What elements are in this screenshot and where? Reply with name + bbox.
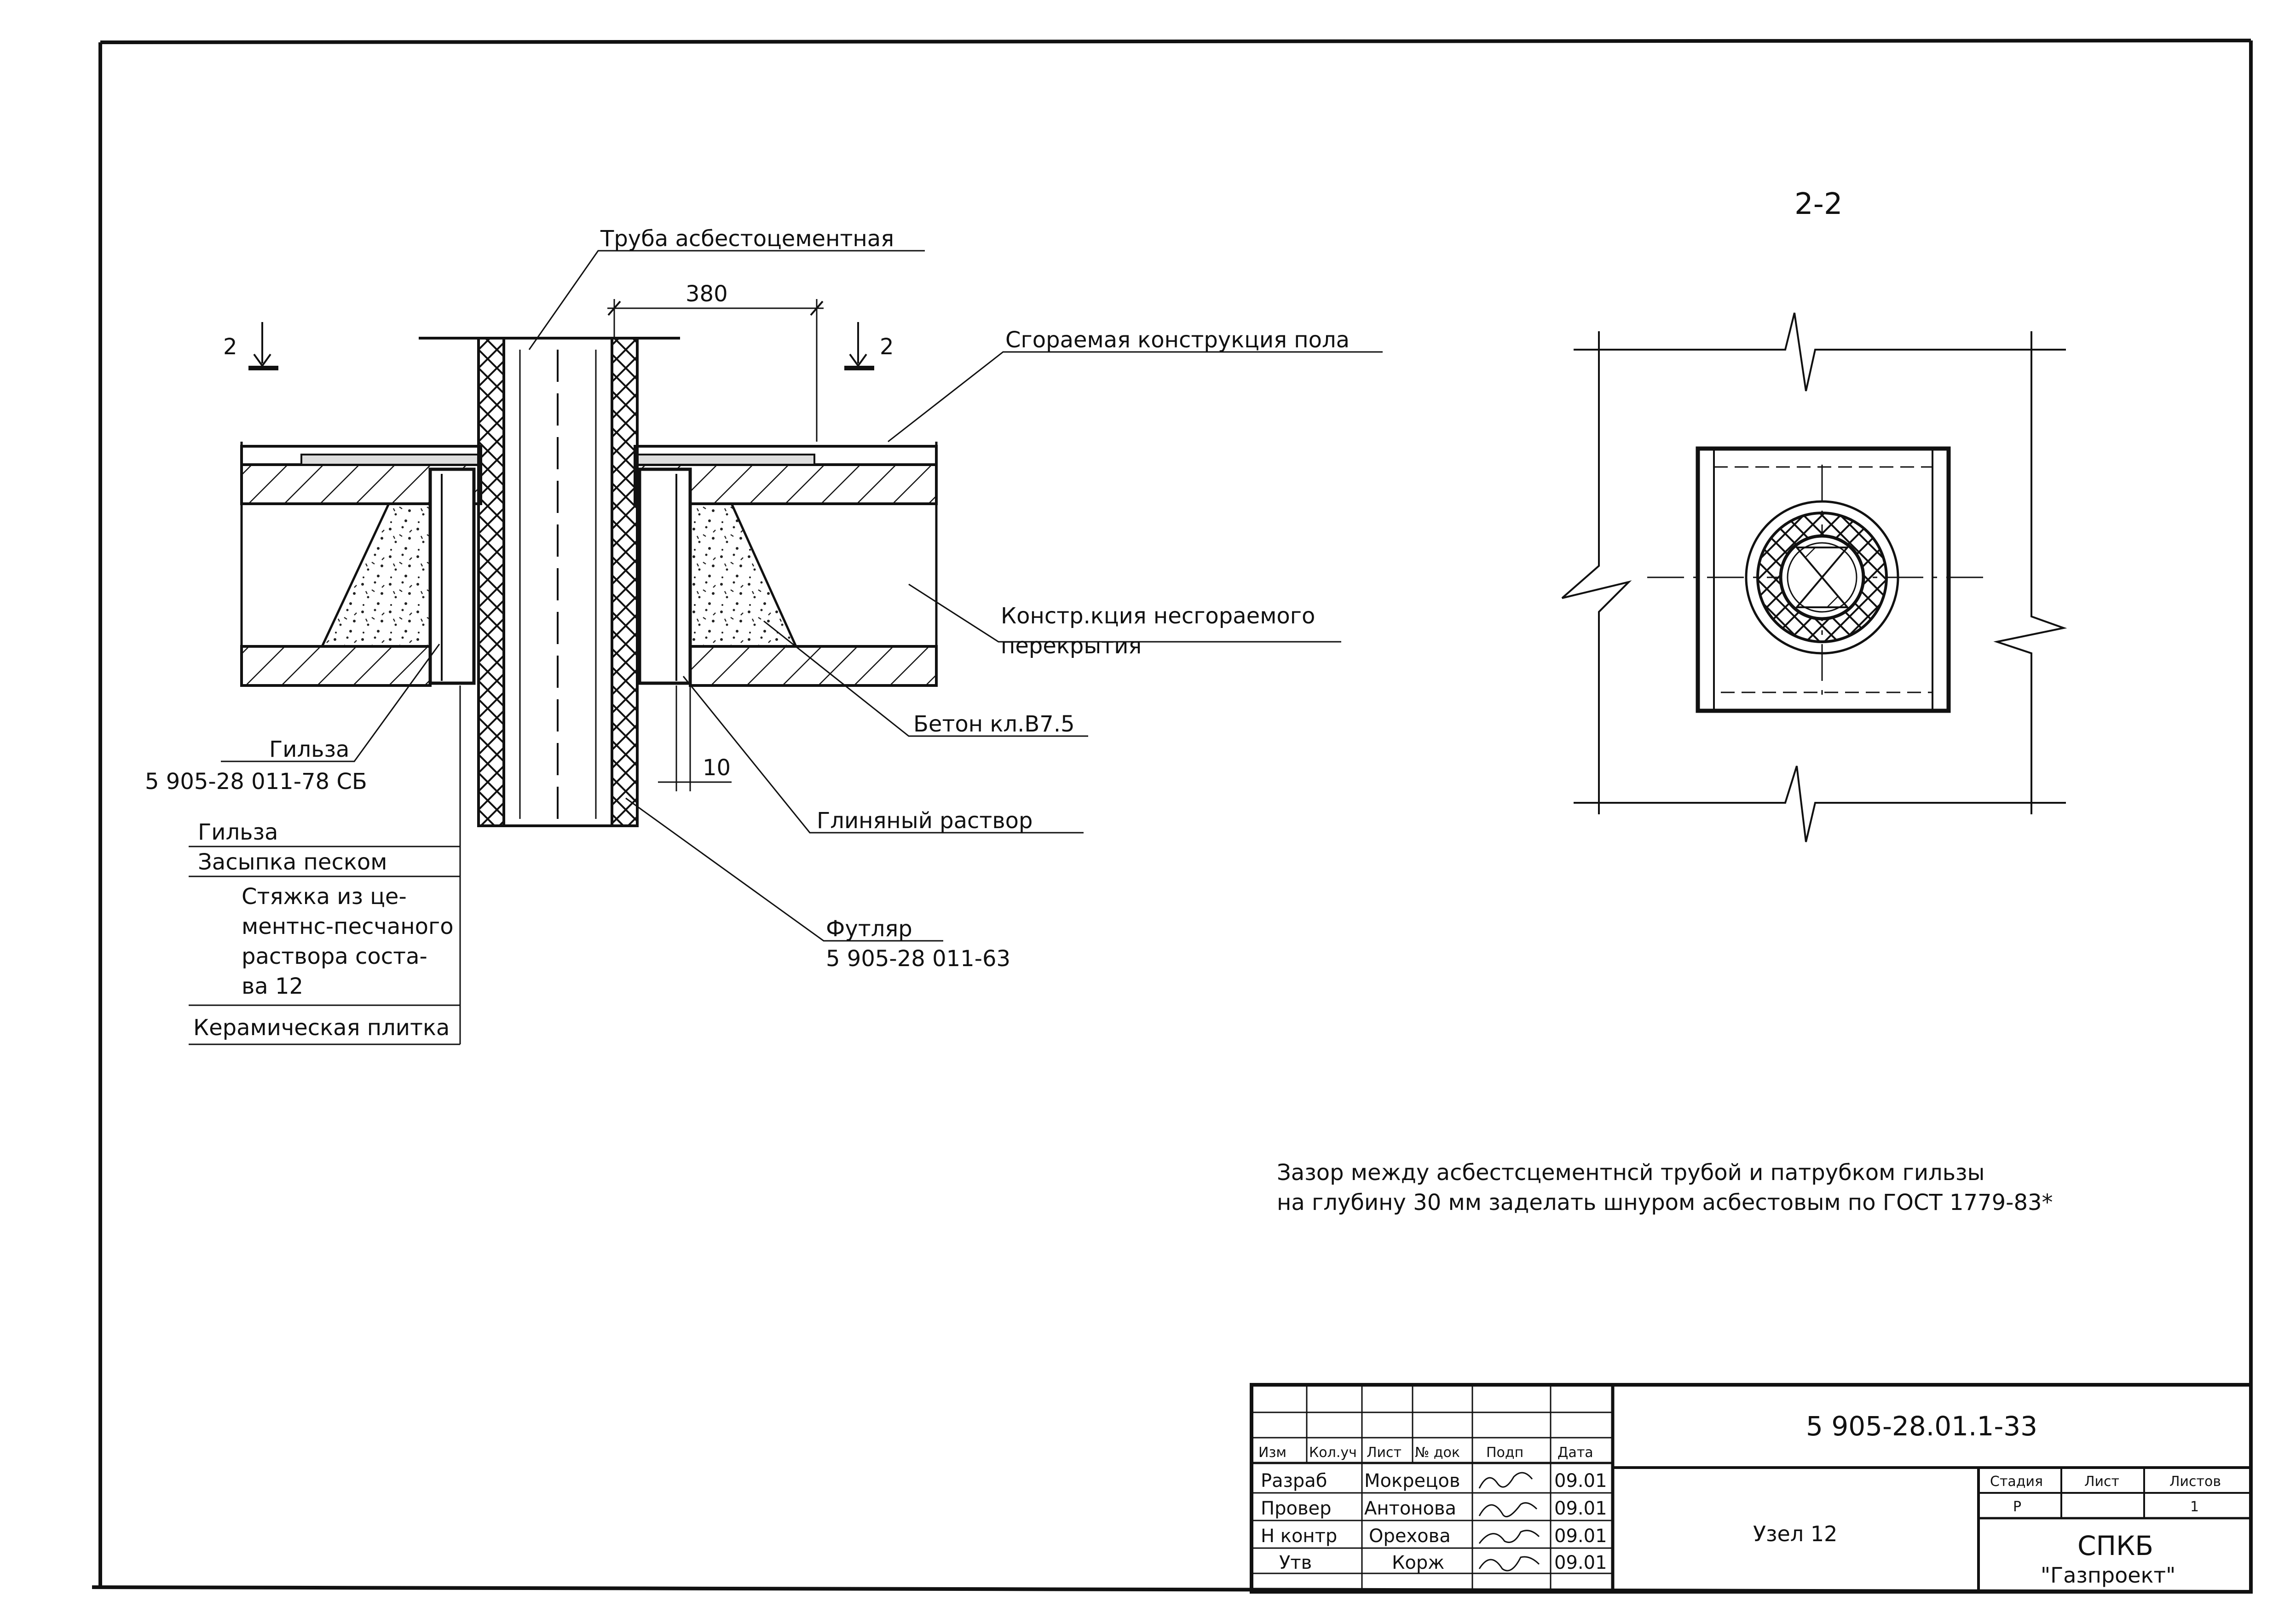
tb-header-podp: Подп	[1486, 1445, 1523, 1461]
layer-screed-1: Стяжка из це-	[242, 884, 407, 910]
tb-org-1: СПКБ	[2077, 1530, 2153, 1561]
layer-screed-3: раствора соста-	[242, 944, 427, 969]
tb-sheets-label: Листов	[2169, 1474, 2221, 1490]
leader-lines	[221, 250, 1383, 942]
layer-screed-4: ва 12	[242, 973, 303, 999]
slab-bottom-right	[689, 645, 938, 687]
tb-stage-label: Стадия	[1990, 1474, 2043, 1490]
note-line-2: на глубину 30 мм заделать шнуром асбесто…	[1277, 1190, 2053, 1215]
callout-case-1: Футляр	[826, 916, 912, 942]
tb-date-2: 09.01	[1554, 1526, 1607, 1547]
plan-view-2-2: 2-2	[1561, 187, 2067, 842]
tb-role-2: Н контр	[1261, 1526, 1337, 1547]
dimension-380: 380	[686, 281, 728, 307]
tb-name-1: Антонова	[1364, 1498, 1456, 1519]
tb-org-2: "Газпроект"	[2041, 1563, 2175, 1588]
tb-sheets: 1	[2190, 1499, 2199, 1515]
callout-pipe: Труба асбестоцементная	[600, 226, 894, 252]
tb-header-list: Лист	[1367, 1445, 1402, 1461]
layer-sand: Засыпка песком	[198, 849, 387, 875]
callout-clay: Глиняный раствор	[817, 808, 1033, 834]
title-block: Изм Кол.уч Лист № док Подп Дата Разраб П…	[1250, 1383, 2253, 1594]
section-view: 2 2 380 10 Труба асбестоцементная Сго	[145, 226, 1383, 1045]
tb-code: 5 905-28.01.1-33	[1806, 1411, 2037, 1442]
signatures	[1478, 1472, 1540, 1572]
layer-screed-2: ментнс-песчаного	[242, 914, 454, 939]
tb-stage: Р	[2013, 1499, 2021, 1515]
sleeve-right	[638, 467, 692, 685]
tb-header-izm: Изм	[1258, 1445, 1286, 1461]
layer-tile: Керамическая плитка	[193, 1015, 450, 1041]
tb-name-2: Орехова	[1369, 1526, 1451, 1547]
tb-role-0: Разраб	[1261, 1470, 1327, 1492]
tb-name-0: Мокрецов	[1364, 1470, 1460, 1492]
callout-case-2: 5 905-28 011-63	[826, 946, 1010, 972]
dimension-10: 10	[703, 755, 731, 781]
callout-slab-2: перекрытия	[1001, 633, 1142, 659]
callout-sleeve-2: 5 905-28 011-78 СБ	[145, 769, 367, 795]
tb-sheet-label: Лист	[2084, 1474, 2119, 1490]
tb-header-ndok: № док	[1415, 1445, 1460, 1461]
tb-date-0: 09.01	[1554, 1470, 1607, 1492]
tb-title: Узел 12	[1753, 1521, 1837, 1546]
case-wall-left	[477, 337, 505, 827]
callout-sleeve-1: Гильза	[269, 737, 349, 762]
case-wall-right	[611, 337, 639, 827]
layers-legend: Гильза Засыпка песком Стяжка из це- мент…	[189, 685, 461, 1045]
layer-sleeve: Гильза	[198, 819, 278, 845]
section-mark-left: 2	[223, 334, 237, 360]
sleeve-left	[428, 467, 476, 685]
slab-bottom-left	[240, 645, 432, 687]
callout-floor: Сгораемая конструкция пола	[1005, 327, 1350, 353]
tb-date-1: 09.01	[1554, 1498, 1607, 1519]
section-title: 2-2	[1794, 187, 1843, 221]
tb-date-3: 09.01	[1554, 1552, 1607, 1573]
callout-concrete: Бетон кл.В7.5	[913, 711, 1075, 737]
callout-slab-1: Констр.кция несгораемого	[1001, 603, 1315, 629]
tb-role-1: Провер	[1261, 1498, 1332, 1519]
tb-role-3: Утв	[1279, 1552, 1312, 1573]
tb-header-data: Дата	[1557, 1445, 1593, 1461]
section-mark-right: 2	[880, 334, 894, 360]
concrete-left	[320, 502, 432, 648]
tb-header-kolich: Кол.уч	[1309, 1445, 1357, 1461]
concrete-right	[689, 502, 798, 648]
sheet-frame	[92, 39, 2253, 1594]
tb-name-3: Корж	[1392, 1552, 1444, 1573]
note-line-1: Зазор между асбестсцементнсй трубой и па…	[1277, 1160, 1984, 1186]
